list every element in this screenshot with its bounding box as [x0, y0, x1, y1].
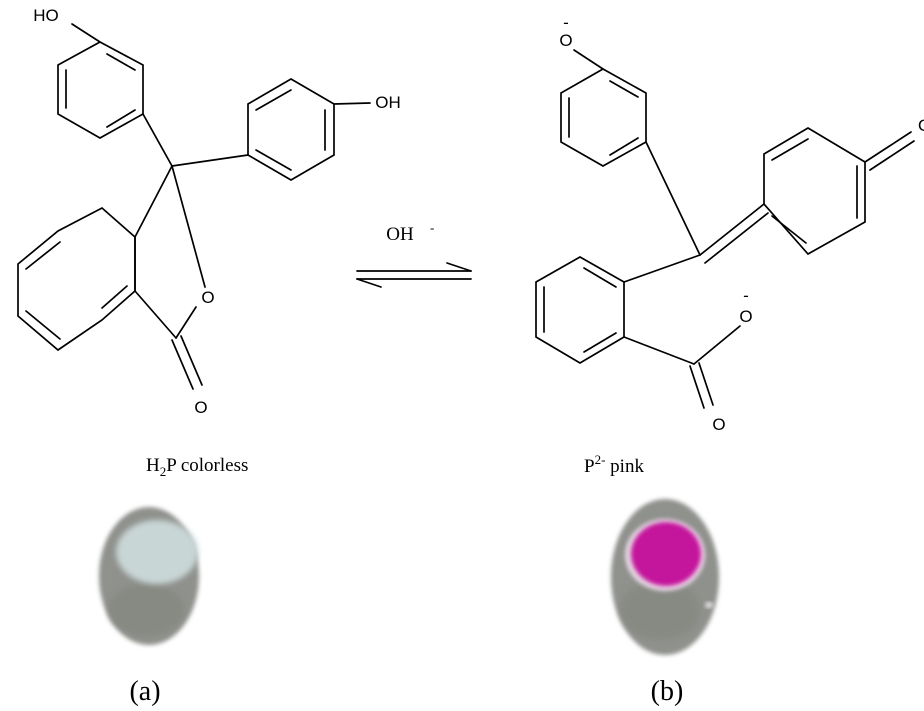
reverse-arrow-head	[356, 278, 382, 288]
bond-carbonyl-double-2	[180, 335, 203, 386]
phenoxide-ring	[560, 68, 647, 167]
bond-phenoxide-to-center	[645, 141, 701, 256]
bond-center-to-benzo	[623, 254, 701, 283]
bond-center-to-ring-o	[171, 165, 206, 288]
left-carbonyl-oxygen-label: O	[194, 398, 207, 417]
colorless-spot	[116, 520, 198, 584]
phenoxide-charge: -	[563, 13, 569, 32]
top-hydroxyl-label: HO	[33, 6, 59, 25]
top-phenol-ring	[57, 41, 144, 139]
left-caption: H2P colorless	[146, 455, 248, 479]
bond-top-ring-to-center	[142, 113, 173, 167]
bond-center-to-quinoid-2	[704, 212, 769, 264]
bond-top-oh	[71, 23, 101, 43]
benzo-ring	[17, 206, 136, 352]
bond-quinone-double-2	[869, 140, 915, 171]
bond-phenoxide-o	[573, 49, 604, 70]
bond-center-to-benzo	[134, 165, 173, 238]
right-benzo-ring	[535, 256, 625, 364]
test-card-b-shade	[620, 580, 700, 640]
pink-spot-glare	[705, 602, 713, 608]
panel-label-a: (a)	[129, 676, 160, 707]
right-phenol-ring	[247, 78, 335, 181]
equilibrium-arrows: OH -	[356, 220, 472, 288]
right-carbonyl-oxygen-label: O	[712, 415, 725, 434]
forward-arrow-head	[446, 262, 472, 272]
bond-carboxyl-double-2	[698, 362, 714, 406]
panel-label-b: (b)	[651, 676, 684, 707]
bond-center-to-quinoid-1	[699, 203, 765, 256]
quinone-oxygen-label: O	[918, 116, 924, 135]
ring-oxygen-label: O	[201, 288, 214, 307]
bond-right-ring-to-center	[171, 154, 249, 167]
phenoxide-oxygen-label: O	[559, 31, 572, 50]
bond-carboxyl-to-o-minus	[693, 325, 741, 365]
p2-structure: O - O O - O	[535, 13, 924, 434]
quinoid-ring	[763, 127, 866, 256]
carboxylate-oxygen-label: O	[739, 307, 752, 326]
bond-right-oh	[333, 102, 371, 105]
pink-test-spot-photo	[611, 499, 719, 655]
right-hydroxyl-label: OH	[375, 93, 401, 112]
bond-benzo-to-carbonyl	[134, 290, 177, 339]
bond-carboxyl-double-1	[689, 365, 705, 409]
pink-spot	[631, 522, 701, 586]
colorless-test-spot-photo	[99, 507, 199, 645]
carboxylate-charge: -	[743, 286, 749, 305]
bond-quinone-double-1	[864, 131, 912, 163]
h2p-structure: HO OH O O	[17, 6, 401, 417]
bond-ring-o-to-carbonyl	[175, 306, 197, 339]
reagent-charge: -	[430, 220, 434, 235]
reagent-label: OH	[386, 224, 414, 245]
right-caption: P2- pink	[584, 452, 644, 477]
bond-benzo-to-carboxyl	[623, 336, 695, 365]
test-card-a-shade	[108, 584, 184, 636]
bond-carbonyl-double-1	[171, 339, 194, 390]
